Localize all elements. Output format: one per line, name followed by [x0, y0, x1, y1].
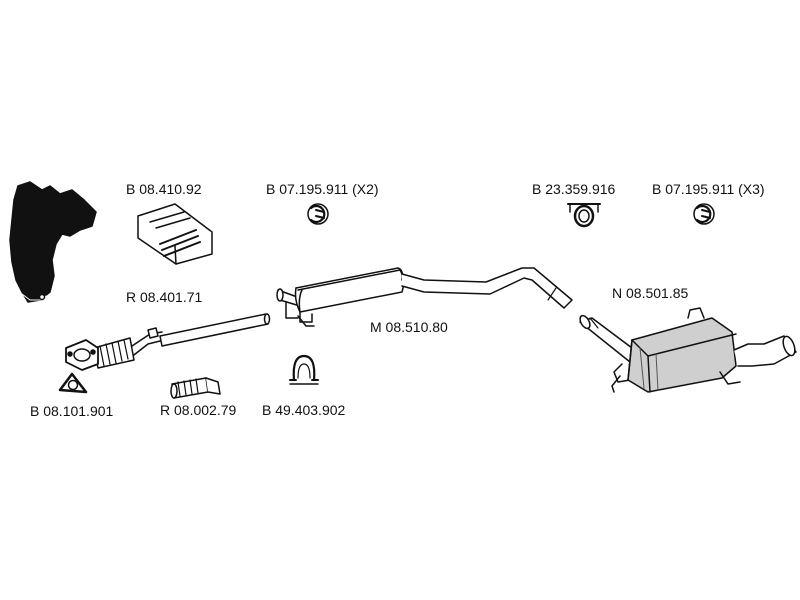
part-label-b-49-403-902: B 49.403.902 [262, 402, 346, 418]
part-label-b-07-195-911-x3: B 07.195.911 (X3) [652, 181, 765, 197]
rear-silencer [579, 307, 797, 393]
flange-gasket-icon [58, 372, 88, 394]
front-pipe [65, 327, 165, 371]
spring-clamp-icon [307, 203, 329, 225]
part-label-b-23-359-916: B 23.359.916 [532, 181, 616, 197]
exhaust-manifold [9, 181, 97, 303]
middle-silencer [276, 267, 573, 327]
part-label-b-08-101-901: B 08.101.901 [30, 403, 114, 419]
gasket-pack-icon [137, 203, 213, 265]
part-label-n-08-501-85: N 08.501.85 [612, 285, 689, 301]
spring-clamp-icon [693, 203, 715, 225]
part-label-b-07-195-911-x2: B 07.195.911 (X2) [266, 181, 379, 197]
part-label-r-08-401-71: R 08.401.71 [126, 289, 203, 305]
repair-sleeve-icon [170, 377, 221, 399]
part-label-r-08-002-79: R 08.002.79 [160, 402, 237, 418]
pipe-clamp-icon [567, 203, 601, 228]
part-label-b-08-410-92: B 08.410.92 [126, 181, 202, 197]
repair-pipe [159, 313, 271, 347]
u-clamp-icon [289, 354, 319, 385]
part-label-m-08-510-80: M 08.510.80 [370, 319, 448, 335]
